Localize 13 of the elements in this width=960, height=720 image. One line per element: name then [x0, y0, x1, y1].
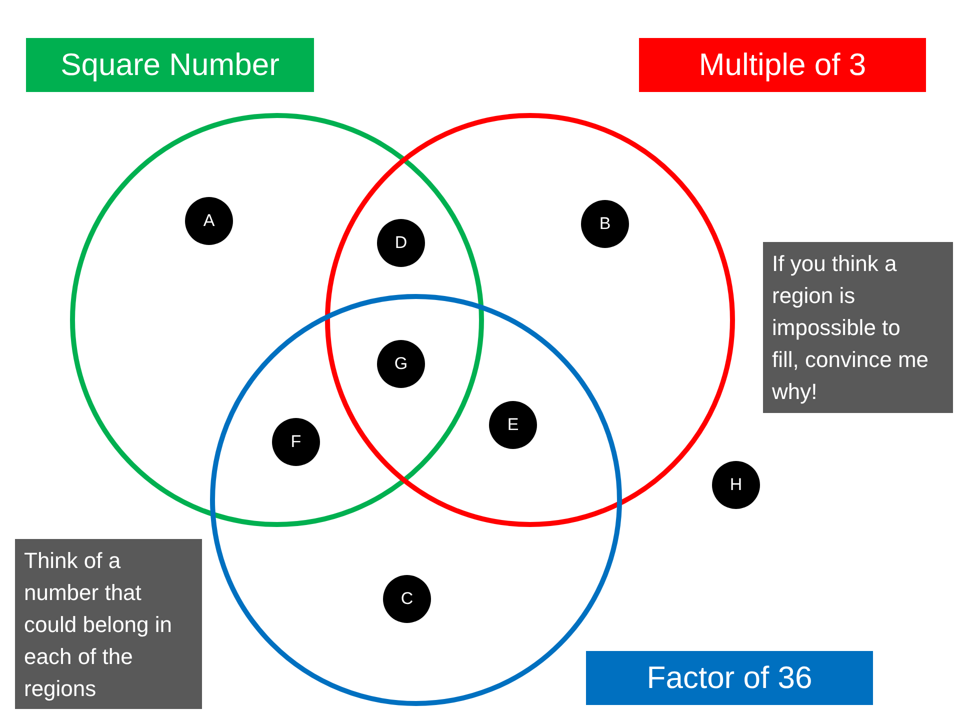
region-marker: E — [489, 401, 537, 449]
region-marker: A — [185, 197, 233, 245]
category-label: Multiple of 3 — [639, 38, 926, 92]
region-marker: F — [272, 418, 320, 466]
category-label: Square Number — [26, 38, 314, 92]
region-marker: B — [581, 200, 629, 248]
region-marker: G — [377, 340, 425, 388]
region-marker: C — [383, 575, 431, 623]
category-label: Factor of 36 — [586, 651, 873, 705]
note-card: Think of a number that could belong in each of the regions — [15, 539, 202, 709]
region-marker: H — [712, 461, 760, 509]
region-marker: D — [377, 219, 425, 267]
note-card: If you think a region is impossible to fill, convince me why! — [763, 242, 953, 413]
